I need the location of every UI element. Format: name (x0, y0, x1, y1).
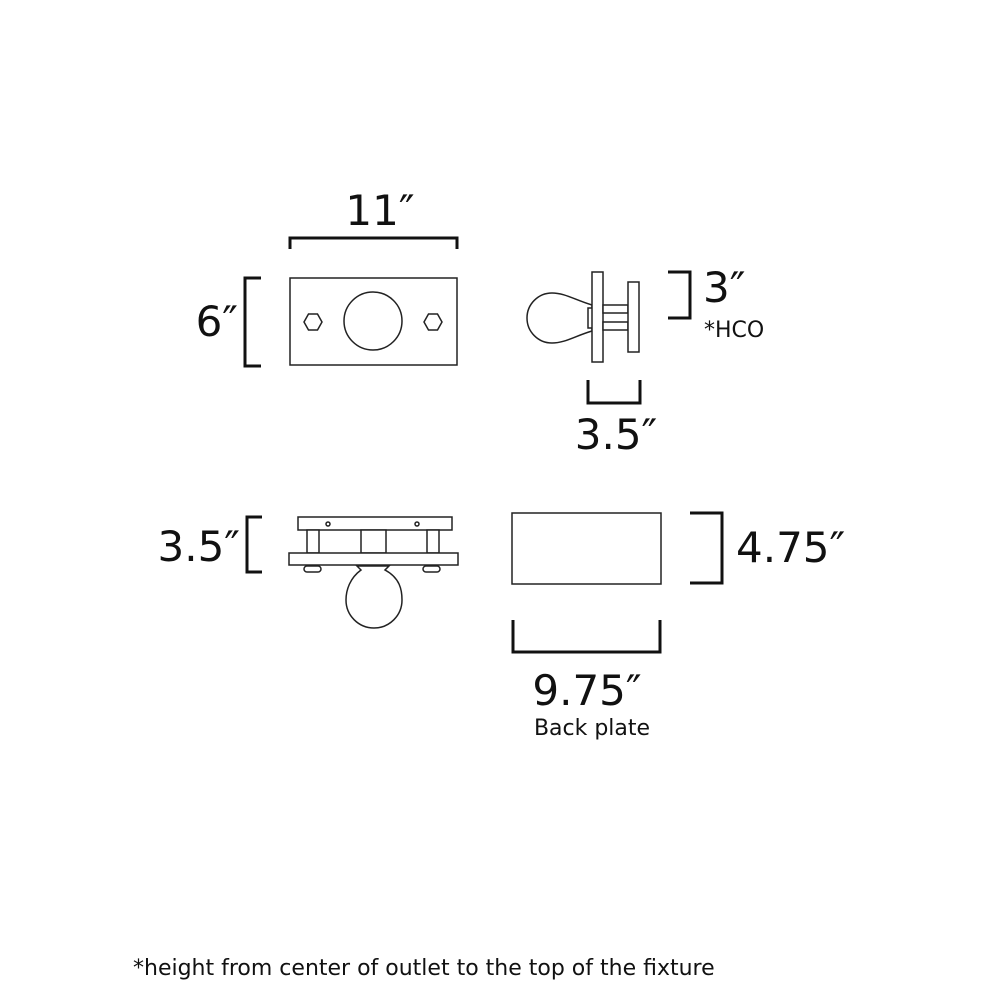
front-height-bracket (245, 515, 262, 574)
footnote: *height from center of outlet to the top… (133, 956, 715, 981)
front-height-label: 3.5″ (158, 522, 240, 571)
rod-top (602, 304, 629, 314)
top-view: 11″ 6″ (196, 186, 459, 368)
hco-note: *HCO (704, 318, 764, 343)
hex-nut-left (303, 313, 323, 331)
hco-label: 3″ (703, 263, 745, 312)
front-plate (591, 271, 604, 363)
top-width-label: 11″ (345, 186, 414, 235)
back-plate (511, 512, 662, 585)
depth-bracket (586, 380, 642, 405)
back-plate-view: 4.75″ 9.75″ Back plate (511, 511, 845, 741)
front-bulb (345, 565, 403, 629)
bottom-bar (288, 552, 459, 566)
top-width-bracket (288, 236, 459, 249)
back-plate-side (627, 281, 640, 353)
top-height-bracket (243, 276, 261, 368)
hex-nut-right (423, 313, 443, 331)
back-plate-caption: Back plate (534, 716, 650, 741)
rod-bottom (602, 321, 629, 331)
hco-bracket (668, 270, 692, 320)
bulb (526, 292, 593, 344)
nut-right (422, 565, 441, 573)
back-plate-width-label: 9.75″ (532, 666, 641, 715)
bulb-circle (343, 291, 403, 351)
post-center (360, 529, 387, 554)
back-plate-height-bracket (690, 511, 724, 585)
back-plate-height-label: 4.75″ (736, 523, 845, 572)
side-view: 3″ *HCO 3.5″ (526, 263, 764, 459)
screw-left (325, 521, 331, 527)
top-height-label: 6″ (196, 297, 238, 346)
post-left (306, 529, 320, 554)
nut-left (303, 565, 322, 573)
back-plate-width-bracket (511, 620, 662, 654)
post-right (426, 529, 440, 554)
depth-label: 3.5″ (575, 410, 657, 459)
front-view: 3.5″ (158, 515, 459, 629)
top-bar (297, 516, 453, 531)
screw-right (414, 521, 420, 527)
